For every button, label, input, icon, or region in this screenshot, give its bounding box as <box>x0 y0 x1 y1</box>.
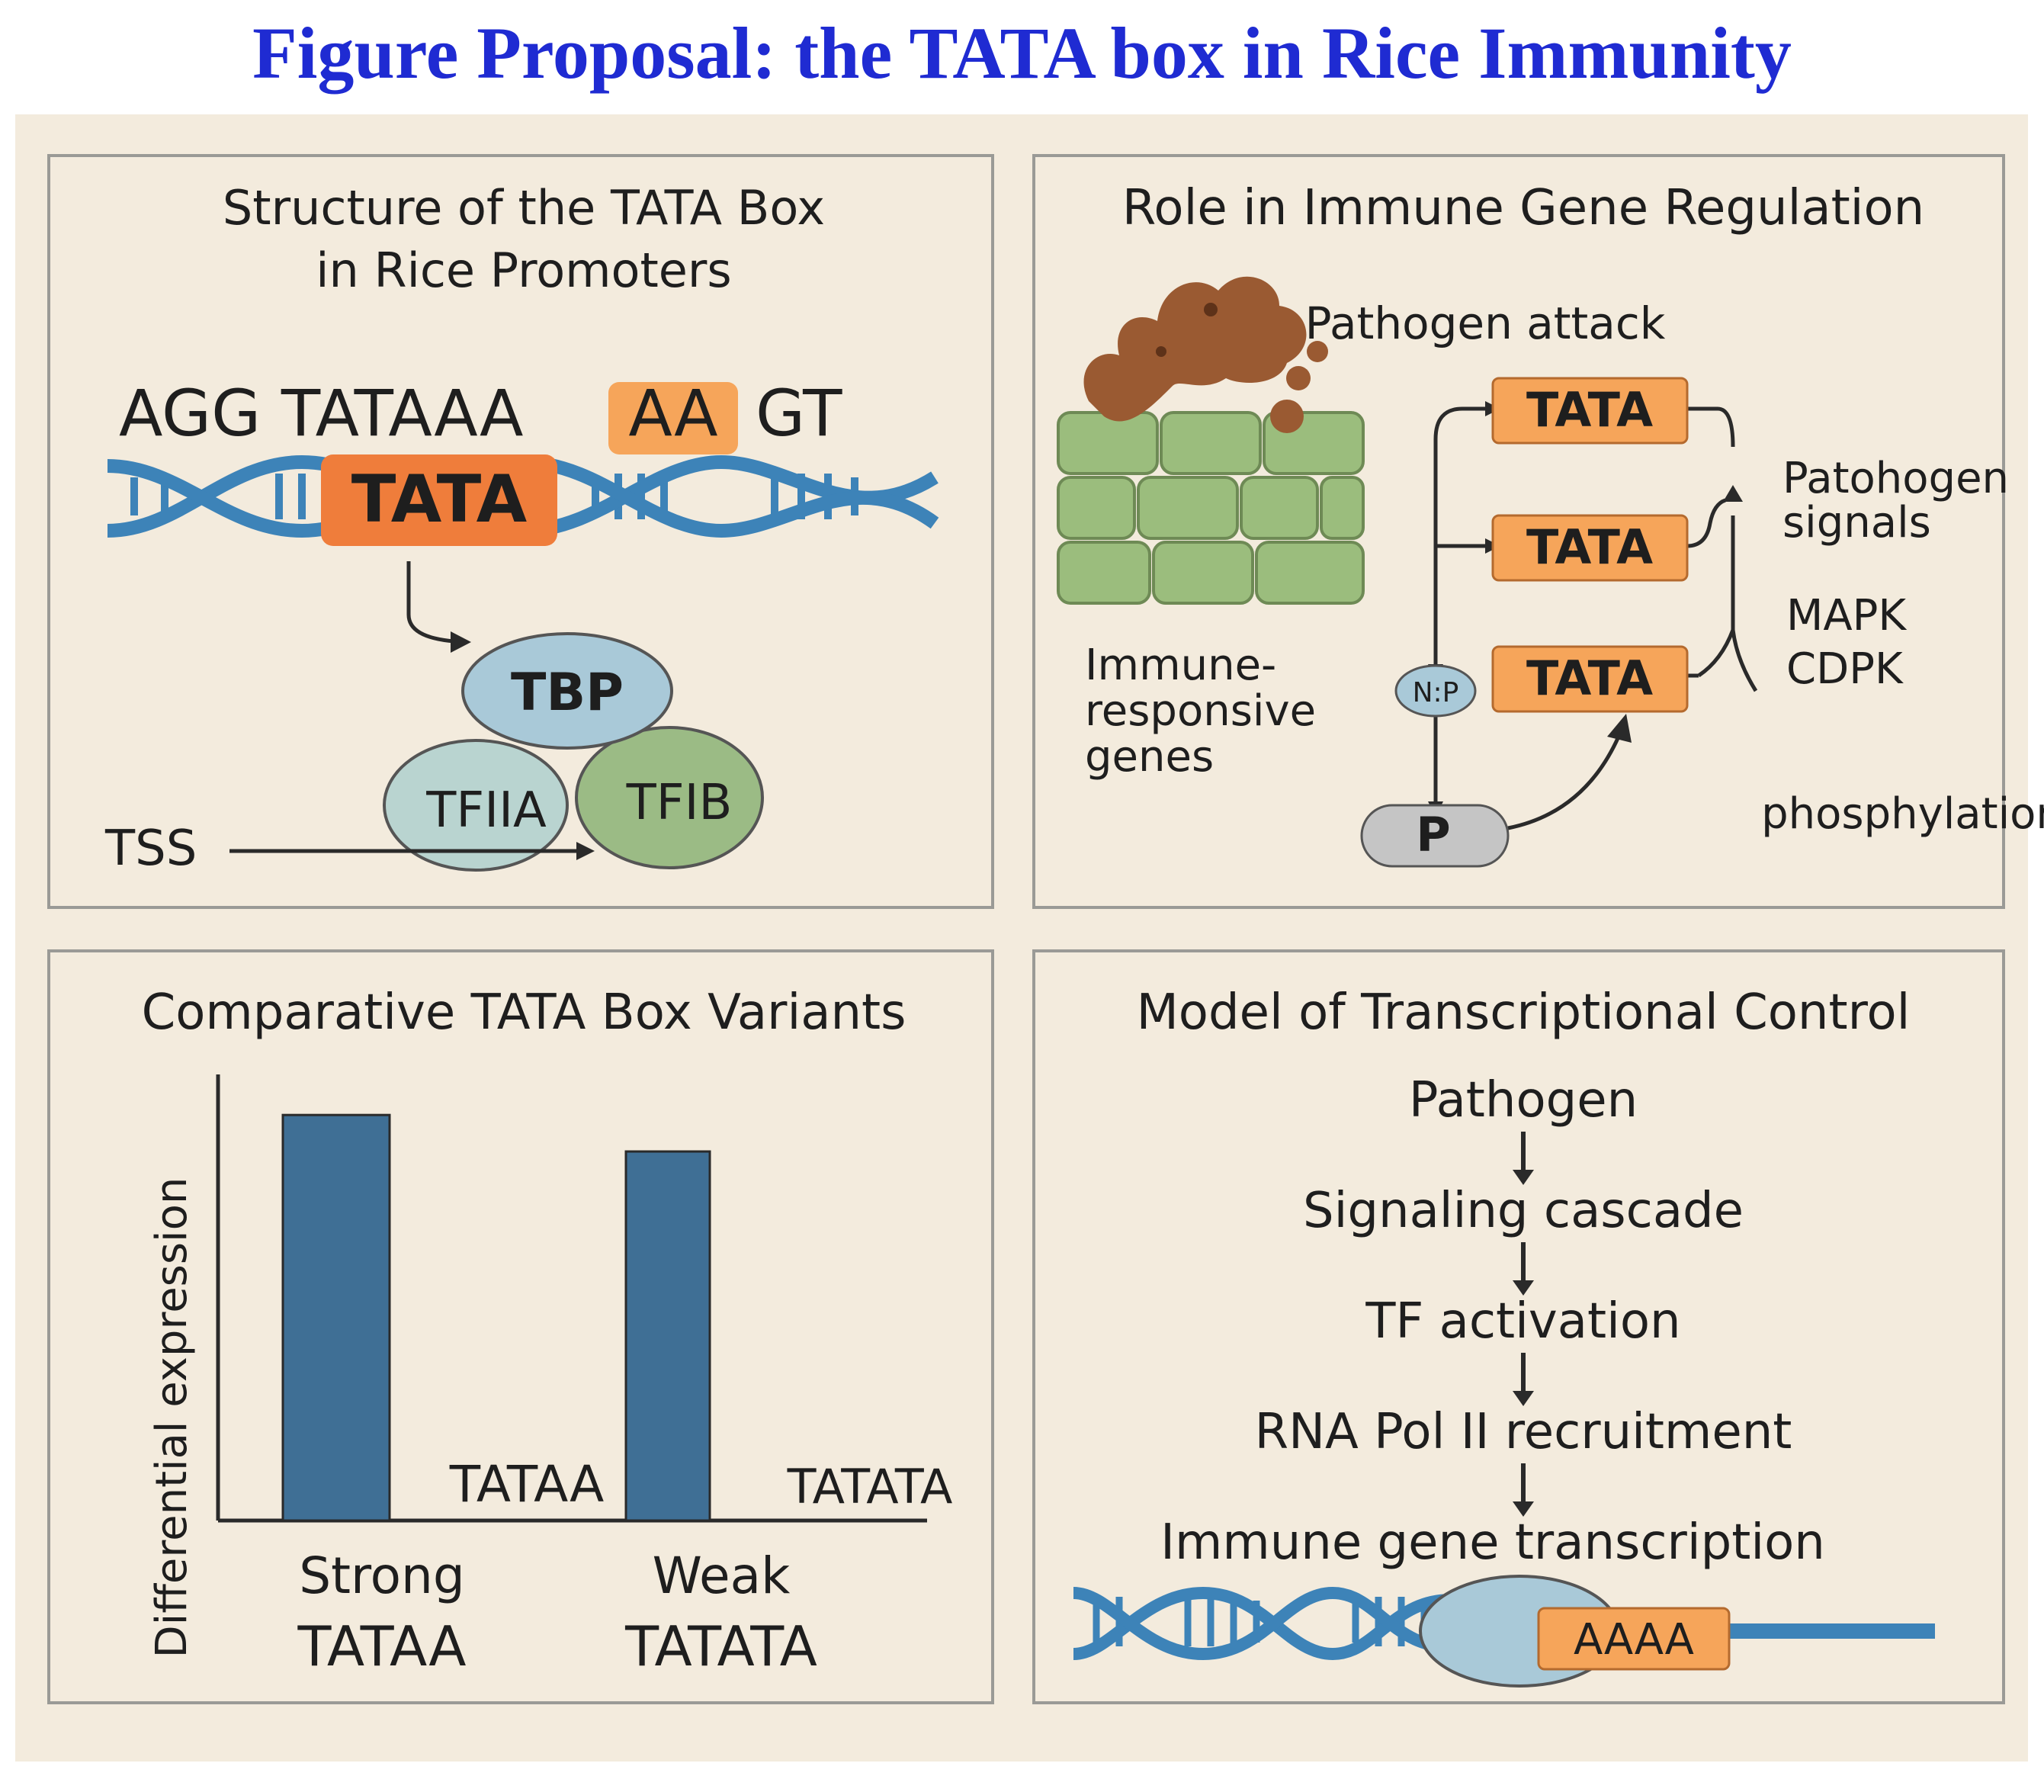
pathogen-spots <box>1156 303 1218 357</box>
bar-1 <box>281 1113 391 1522</box>
p-label: P <box>1416 807 1450 862</box>
binding-arrow <box>406 561 455 644</box>
tbp-label: TBP <box>511 663 624 723</box>
poly-a-label: AAAA <box>1574 1615 1694 1665</box>
tata-box-3 <box>1491 645 1689 713</box>
tata-box-label: TATA <box>351 461 528 538</box>
sequence-highlight: AA <box>628 376 717 451</box>
step-rna-pol-recruitment: RNA Pol II recruitment <box>1255 1404 1792 1460</box>
poly-a-tail <box>1537 1607 1731 1671</box>
figure-title: Figure Proposal: the TATA box in Rice Im… <box>252 12 1792 94</box>
variants-title: Comparative TATA Box Variants <box>142 984 906 1041</box>
bar-2 <box>624 1150 711 1522</box>
panel-variants: Comparative TATA Box Variants Differenti… <box>47 949 994 1704</box>
plant-cells-illustration <box>1057 411 1365 605</box>
category2-line1: Weak <box>653 1546 791 1605</box>
tfib-label: TFIB <box>626 775 733 831</box>
role-diagram: Role in Immune Gene Regulation Pathogen … <box>1057 180 2044 868</box>
immune-genes-line1: Immune- <box>1085 641 1276 690</box>
panel-structure: Structure of the TATA Box in Rice Promot… <box>47 154 994 909</box>
step-immune-gene-transcription: Immune gene transcription <box>1160 1514 1825 1571</box>
tata-box-2 <box>1491 514 1689 582</box>
structure-diagram: Structure of the TATA Box in Rice Promot… <box>104 180 939 877</box>
binding-arrowhead <box>451 631 471 653</box>
pathogen-blob-illustration <box>1083 276 1328 433</box>
panel-model: Model of Transcriptional Control Pathoge… <box>1032 949 2005 1704</box>
bars <box>281 1113 711 1522</box>
tata-box-2-label: TATA <box>1526 519 1653 575</box>
tata-box <box>321 454 557 546</box>
step-signaling-cascade: Signaling cascade <box>1303 1183 1744 1239</box>
tata-box-3-label: TATA <box>1526 650 1653 706</box>
np-node <box>1394 664 1477 718</box>
signals-line1: Patohogen <box>1782 454 2009 503</box>
tfiia-label: TFIIA <box>425 782 547 839</box>
variants-chart: Comparative TATA Box Variants Differenti… <box>142 984 953 1678</box>
y-axis-label: Differential expression <box>147 1177 197 1659</box>
flow-arrowheads <box>1513 1170 1534 1517</box>
tata-box-1 <box>1491 377 1689 445</box>
model-flow: Model of Transcriptional Control Pathoge… <box>1073 984 1935 1688</box>
cdpk-label: CDPK <box>1786 644 1904 694</box>
tbp-ellipse <box>461 632 673 750</box>
step-tf-activation: TF activation <box>1365 1293 1680 1350</box>
figure-canvas: Structure of the TATA Box in Rice Promot… <box>15 114 2044 1761</box>
category2-line2: TATATA <box>624 1614 817 1678</box>
tss-arrowhead <box>576 842 595 860</box>
role-title: Role in Immune Gene Regulation <box>1122 180 1924 236</box>
immune-genes-line3: genes <box>1085 732 1214 782</box>
regulation-arrows <box>1433 406 1758 830</box>
sequence-part1: AGG TATAAA <box>119 376 523 451</box>
bar2-sequence-label: TATATA <box>787 1459 953 1514</box>
structure-title-line2: in Rice Promoters <box>316 242 731 298</box>
tfib-ellipse <box>575 726 764 869</box>
sequence-part2: GT <box>756 376 842 451</box>
category1-line2: TATAA <box>297 1614 467 1678</box>
pathogen-attack-label: Pathogen attack <box>1305 297 1666 349</box>
step-pathogen: Pathogen <box>1409 1072 1638 1129</box>
structure-title-line1: Structure of the TATA Box <box>223 180 825 236</box>
tata-box-1-label: TATA <box>1526 382 1653 438</box>
signals-line2: signals <box>1782 498 1931 548</box>
bar1-sequence-label: TATAA <box>449 1455 605 1514</box>
sequence-highlight-box <box>608 382 738 454</box>
dna-transcription-illustration <box>1073 1575 1935 1688</box>
phosphylation-label: phosphylation <box>1761 789 2044 839</box>
mapk-label: MAPK <box>1786 591 1907 641</box>
np-label: N:P <box>1413 677 1459 708</box>
immune-genes-line2: responsive <box>1085 686 1316 736</box>
category1-line1: Strong <box>299 1546 465 1605</box>
regulation-arrowheads <box>1428 401 1743 817</box>
p-node <box>1360 804 1510 868</box>
tfiia-ellipse <box>383 739 569 872</box>
model-title: Model of Transcriptional Control <box>1137 984 1911 1041</box>
panel-role: Role in Immune Gene Regulation Pathogen … <box>1032 154 2044 909</box>
tss-label: TSS <box>104 821 197 877</box>
transcript-strand <box>1722 1623 1935 1639</box>
